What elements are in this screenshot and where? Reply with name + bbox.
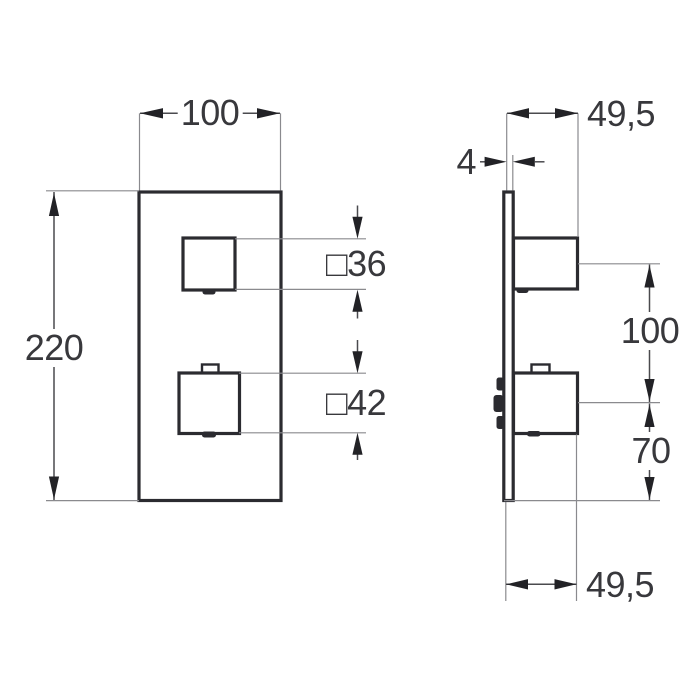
arrow-down-icon (48, 476, 60, 500)
arrow-left-icon (507, 108, 529, 119)
front-view (137, 190, 283, 503)
dimension-knob-to-bottom: 70 (628, 432, 674, 470)
side-view (493, 190, 580, 503)
dimension-depth-bottom-lines (505, 434, 578, 601)
arrow-right-icon (555, 108, 578, 119)
side-back-fitting-bottom (496, 416, 504, 429)
dimension-depth-top: 49,5 (584, 95, 659, 133)
arrow-right-icon (484, 156, 507, 167)
arrow-up-icon (48, 193, 60, 216)
side-back-fitting-top (496, 377, 504, 391)
arrow-down-icon (644, 379, 655, 402)
dimension-lower-knob-lines (239, 340, 366, 460)
arrow-right-icon (554, 579, 577, 590)
side-upper-knob-notch (516, 287, 529, 293)
arrow-up-icon (644, 404, 655, 427)
arrow-left-icon (506, 579, 528, 590)
dimension-lower-knob-size: □42 (322, 384, 390, 422)
arrow-down-icon (352, 351, 363, 374)
arrow-left-icon (140, 108, 163, 119)
dimension-front-width: 100 (177, 94, 243, 132)
arrow-right-icon (257, 108, 280, 119)
arrow-down-icon (352, 216, 363, 239)
arrow-up-icon (352, 432, 363, 455)
side-back-fitting-middle (493, 395, 504, 412)
dimension-upper-knob-lines (235, 205, 366, 319)
side-upper-knob (511, 236, 580, 291)
dimension-depth-top-lines (506, 108, 579, 237)
dimension-plate-thickness: 4 (453, 143, 479, 181)
arrow-up-icon (644, 265, 655, 288)
front-lower-knob-notch (202, 431, 216, 438)
dimension-depth-bottom: 49,5 (583, 566, 658, 604)
front-lower-knob (177, 371, 242, 436)
side-plate-outline (502, 190, 515, 503)
arrow-up-icon (352, 289, 363, 312)
side-lower-knob (511, 371, 580, 436)
front-upper-knob-notch (202, 288, 216, 295)
dimension-plate-thickness-lines (480, 155, 545, 191)
front-upper-knob (181, 236, 237, 292)
dimension-front-height: 220 (21, 329, 87, 367)
arrow-down-icon (644, 477, 655, 500)
dimension-knob-spacing: 100 (617, 312, 683, 350)
side-lower-knob-notch (527, 431, 541, 437)
dimension-upper-knob-size: □36 (322, 245, 390, 283)
arrow-left-icon (512, 156, 535, 167)
